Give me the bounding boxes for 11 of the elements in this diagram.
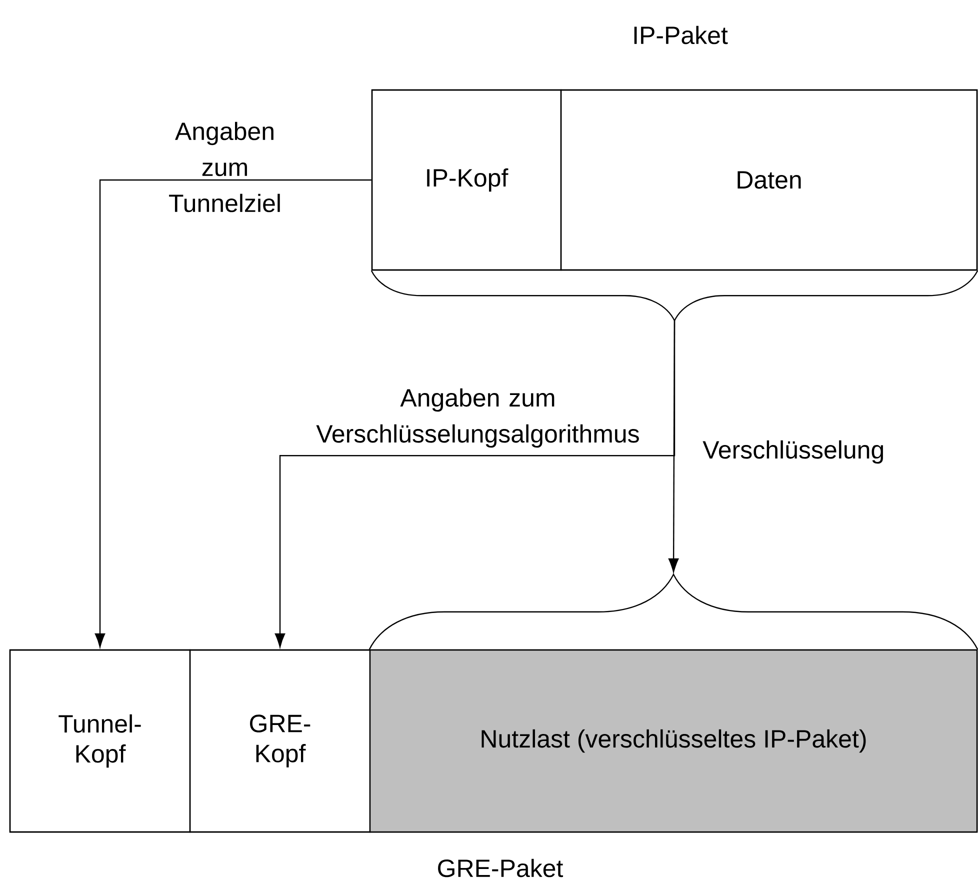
edge-label: Angaben zum Tunnelziel (169, 122, 280, 212)
arrow (94, 179, 372, 648)
header-box: Tunnel-Kopf (9, 649, 191, 833)
payload-box: Nutzlast (verschlüsseltes IP-Paket) (369, 649, 978, 833)
edge-label: Angaben zum Verschlüsselungsalgorithmus (316, 388, 639, 448)
node-label: IP-Paket (634, 26, 728, 44)
node-label: GRE-Paket (438, 858, 564, 878)
edge-label: Verschlüsselung (702, 440, 884, 464)
header-box: IP-Kopf (371, 89, 562, 271)
arrow (274, 320, 676, 648)
data-box: Daten (560, 89, 978, 271)
